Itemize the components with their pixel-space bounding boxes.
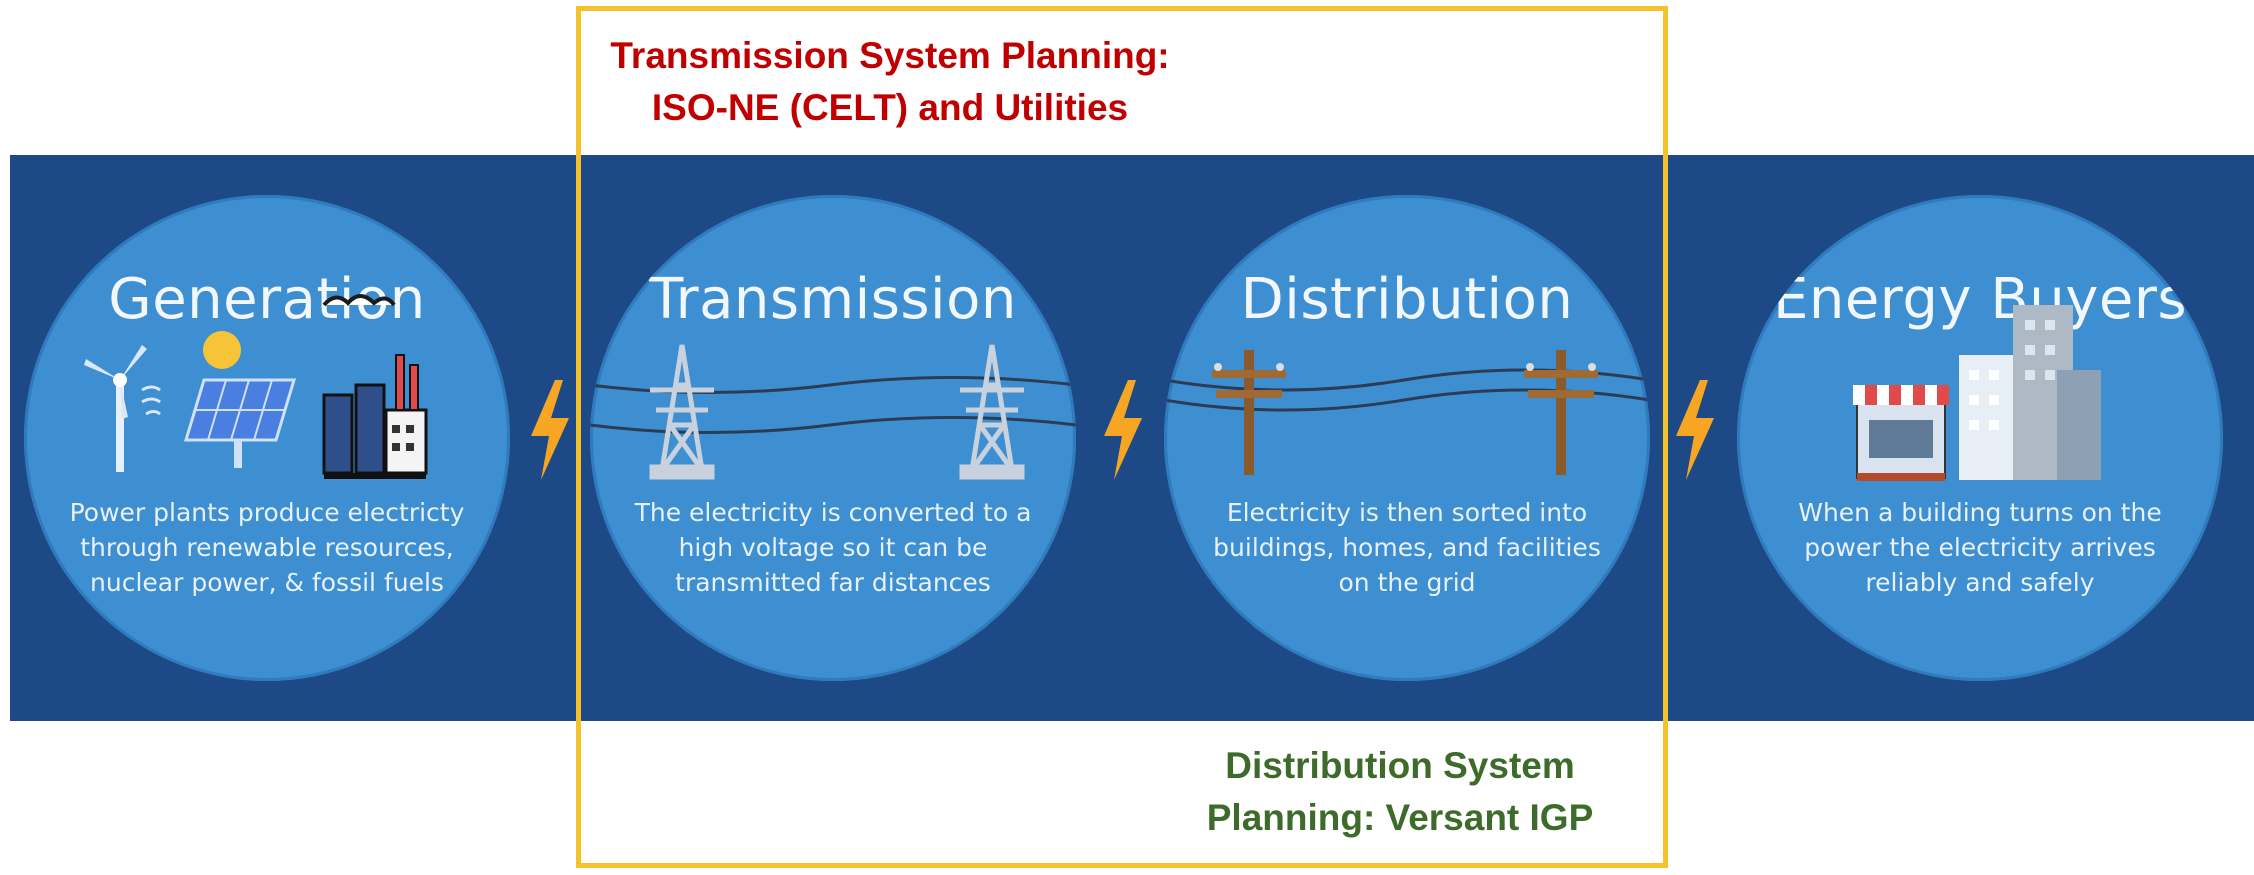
distribution-circle: Distribution Electricity is then sorted … [1164, 195, 1650, 681]
energy-buyers-title: Energy Buyers [1772, 267, 2188, 332]
transmission-planning-line2: ISO-NE (CELT) and Utilities [651, 87, 1129, 128]
distribution-title: Distribution [1240, 267, 1574, 332]
utility-pole-icon [1524, 350, 1598, 475]
transmission-icons [590, 344, 1076, 480]
office-building-icon [1959, 305, 2101, 480]
lightning-bolt-icon [531, 380, 569, 480]
lightning-bolt-icon [1676, 380, 1714, 480]
planning-scope-highlight [576, 6, 1668, 868]
transmission-tower-icon [959, 344, 1025, 480]
generation-icons [84, 294, 428, 479]
distribution-planning-label: Distribution System Planning: Versant IG… [1180, 740, 1620, 844]
transmission-tower-icon [649, 344, 715, 480]
distribution-icons [1164, 350, 1650, 475]
energy-buyers-description: When a building turns on the power the e… [1798, 498, 2162, 597]
generation-description: Power plants produce electricty through … [69, 498, 465, 597]
distribution-planning-line1: Distribution System [1225, 745, 1575, 786]
transmission-planning-label: Transmission System Planning: ISO-NE (CE… [600, 30, 1180, 134]
energy-buyers-icons [1853, 305, 2101, 481]
distribution-description: Electricity is then sorted into building… [1213, 498, 1601, 597]
distribution-planning-line2: Planning: Versant IGP [1206, 797, 1594, 838]
transmission-title: Transmission [649, 267, 1017, 332]
lightning-bolt-icon [1104, 380, 1142, 480]
utility-pole-icon [1212, 350, 1286, 475]
factory-icon [322, 294, 428, 479]
transmission-description: The electricity is converted to a high v… [634, 498, 1032, 597]
transmission-planning-line1: Transmission System Planning: [610, 35, 1170, 76]
generation-circle: Generation [24, 195, 510, 681]
transmission-circle: Transmission The electricity is converte… [590, 195, 1076, 681]
energy-buyers-circle: Energy Buyers When a building turn [1737, 195, 2223, 681]
solar-panel-icon [183, 331, 297, 468]
storefront-icon [1853, 385, 1949, 481]
wind-turbine-icon [84, 345, 161, 472]
